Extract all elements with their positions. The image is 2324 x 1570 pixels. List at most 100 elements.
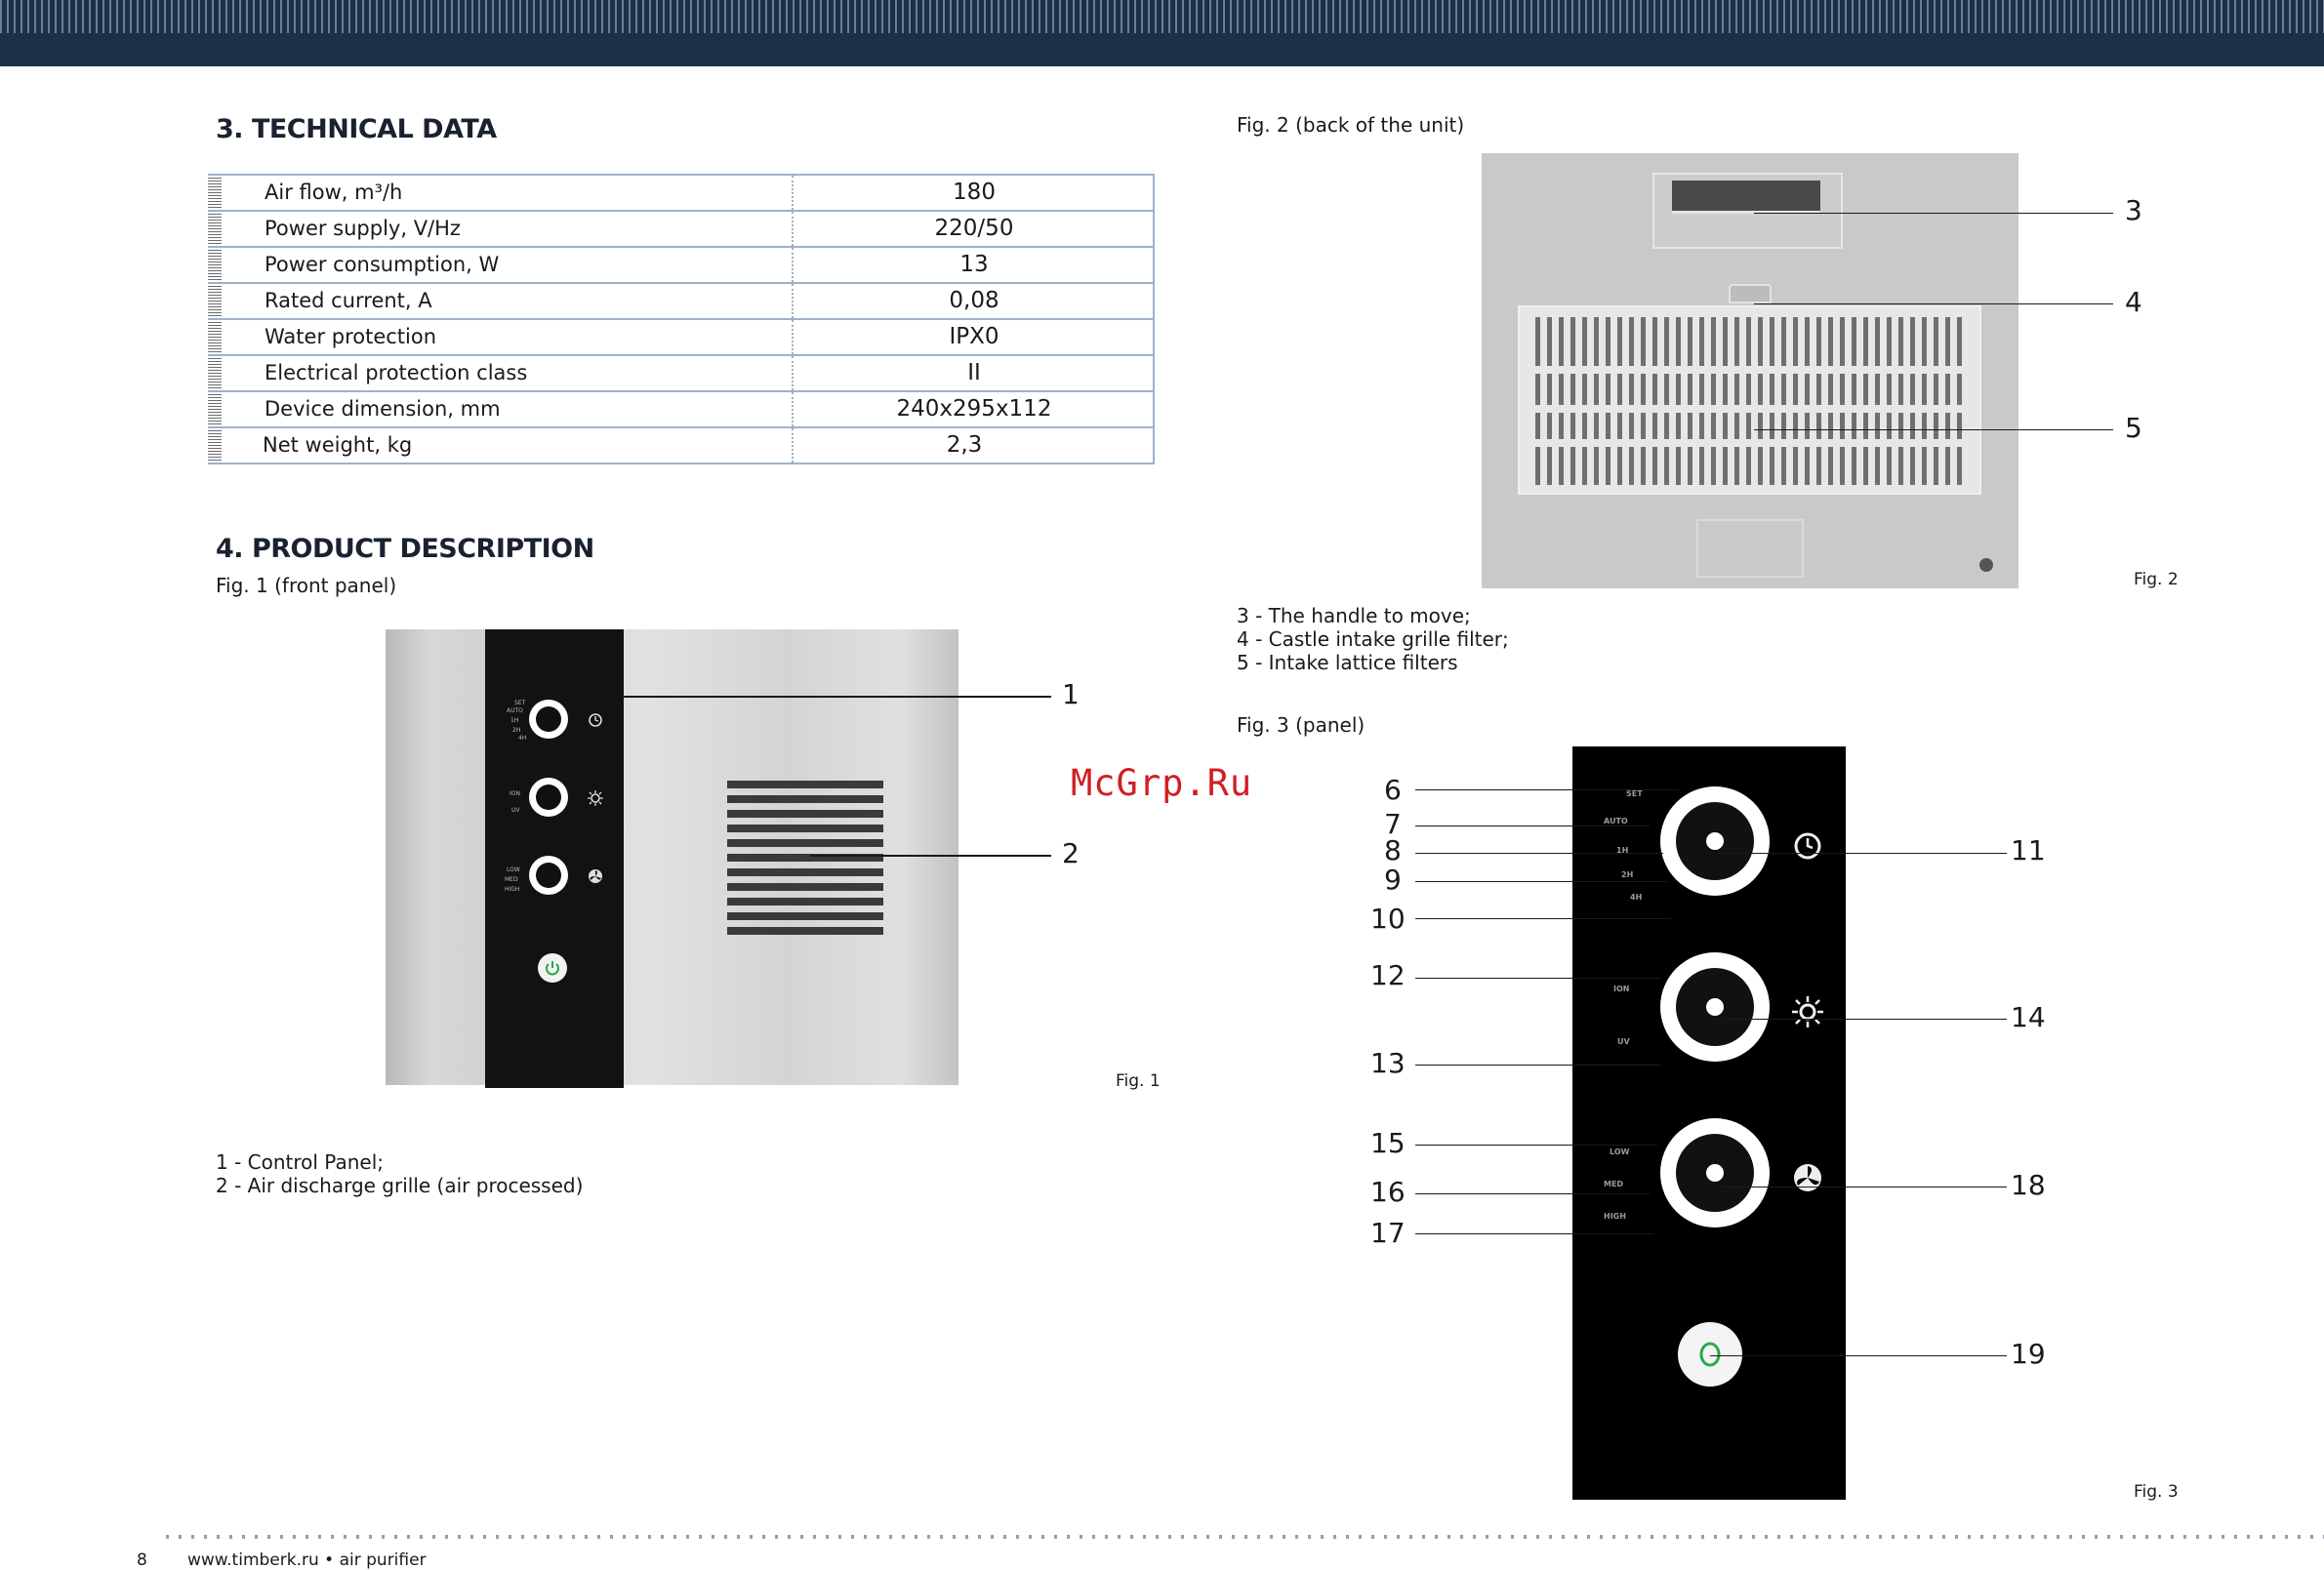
callout-number: 14 [2011,1001,2046,1033]
callout-number: 2 [1062,837,1080,869]
callout-number: 15 [1370,1127,1406,1159]
panel-text: SET [514,700,526,706]
air-discharge-grille [727,781,883,942]
table-right-border [1153,176,1155,464]
header-stripes [0,0,2324,33]
callout-number: 8 [1384,834,1402,866]
header-bar [0,0,2324,66]
row-separator [792,248,794,282]
panel-text: HIGH [1604,1212,1626,1221]
callout-line-18 [1722,1187,2007,1188]
fan-icon [1794,1164,1821,1191]
filter-latch [1729,284,1772,303]
callout-line-14 [1722,1019,2007,1020]
row-separator [792,176,794,210]
clock-icon [589,713,602,727]
speed-knob [529,856,568,895]
filter-divider [1535,439,1965,447]
row-separator [792,284,794,318]
knob-center [536,863,561,888]
callout-number: 12 [1370,959,1406,991]
callout-line-11 [1722,853,2007,854]
footer-dotted-rule [166,1535,2324,1539]
row-value: 220/50 [934,216,1014,241]
clock-icon [1794,832,1821,860]
intake-filter [1518,305,1981,495]
callout-number: 18 [2011,1169,2046,1201]
row-label: Device dimension, mm [265,397,501,421]
footer-text: www.timberk.ru • air purifier [187,1550,427,1570]
filter-bars [1535,317,1965,485]
row-hatch [208,178,222,208]
callout-number: 1 [1062,678,1080,710]
timer-knob-large [1660,786,1770,896]
row-label: Power consumption, W [265,253,500,276]
callout-line-8 [1415,853,1663,854]
callout-line-9 [1415,881,1667,882]
fig2-label: Fig. 2 [2134,570,2179,589]
panel-text: SET [1626,789,1643,798]
ion-knob-large [1660,952,1770,1062]
row-hatch [208,394,222,424]
fig2-back-unit-image [1482,153,2018,588]
panel-text: 4H [518,735,527,742]
row-hatch [208,250,222,280]
row-separator [792,392,794,426]
speed-knob-large [1660,1118,1770,1228]
panel-text: AUTO [507,707,523,714]
knob-dot [1706,832,1724,850]
handle-slot [1672,181,1820,214]
panel-text: AUTO [1604,817,1628,825]
row-value: 13 [959,252,989,277]
callout-number: 7 [1384,808,1402,840]
callout-line-4 [1754,303,2113,304]
panel-text: MED [1604,1180,1624,1188]
row-hatch [208,214,222,244]
callout-number: 13 [1370,1047,1406,1079]
power-button [1678,1322,1742,1387]
panel-text: UV [1617,1037,1630,1046]
knob-dot [1706,998,1724,1016]
fig1-legend-2: 2 - Air discharge grille (air processed) [216,1174,584,1197]
ion-icon [588,790,603,806]
control-panel: SET AUTO 1H 2H 4H ION UV LOW MED HIGH [485,629,624,1088]
callout-line-2 [810,855,1051,857]
fig3-panel-image: SET AUTO 1H 2H 4H ION UV LOW MED HIGH [1572,746,1846,1500]
power-icon [546,961,559,976]
row-value: 180 [953,180,996,205]
fan-icon [589,869,602,883]
row-value: II [967,360,981,385]
row-label: Power supply, V/Hz [265,217,461,240]
panel-text: 2H [512,727,521,734]
callout-line-13 [1415,1065,1661,1066]
row-label: Net weight, kg [263,433,413,457]
row-hatch [208,286,222,316]
fig1-front-panel-image: SET AUTO 1H 2H 4H ION UV LOW MED HIGH [386,629,958,1088]
callout-number: 19 [2011,1338,2046,1370]
fig1-caption: Fig. 1 (front panel) [216,574,397,597]
panel-text: LOW [1610,1147,1630,1156]
callout-number: 3 [2125,194,2142,226]
knob-center [536,706,561,732]
callout-number: 16 [1370,1176,1406,1208]
panel-text: 1H [510,717,519,724]
callout-line-17 [1415,1233,1653,1234]
callout-line-10 [1415,918,1671,919]
panel-text: ION [1613,985,1630,993]
fig1-legend-1: 1 - Control Panel; [216,1150,385,1174]
callout-line-7 [1415,825,1650,826]
fig1-label: Fig. 1 [1116,1071,1161,1091]
row-separator [792,320,794,354]
callout-line-1 [622,696,1051,698]
fig2-legend-1: 3 - The handle to move; [1237,604,1471,627]
callout-number: 4 [2125,286,2142,318]
callout-number: 6 [1384,774,1402,806]
callout-line-16 [1415,1193,1650,1194]
screw [1979,558,1993,572]
knob-center [536,785,561,810]
fig2-legend-3: 5 - Intake lattice filters [1237,651,1458,674]
